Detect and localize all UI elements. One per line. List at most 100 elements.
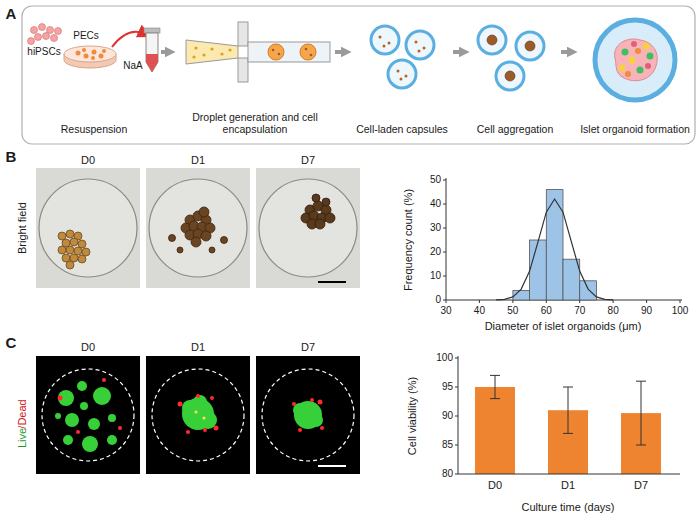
- aggregating-capsules: [496, 62, 524, 90]
- label-anchor: 30: [440, 306, 451, 316]
- bright-field-image: [146, 168, 250, 288]
- day-label: D1: [191, 341, 205, 353]
- bright-field-image: [256, 168, 360, 288]
- islet-organoid: [595, 20, 675, 100]
- tick-label: 90: [442, 410, 453, 421]
- viability-bar-chart: [568, 387, 569, 433]
- aggregating-capsules: [516, 32, 544, 60]
- stage-caption: Cell-laden capsules: [356, 123, 448, 136]
- islet-organoid: [615, 39, 658, 81]
- label-anchor: Diameter of islet organoids (μm): [485, 321, 642, 332]
- droplet-chip: [278, 53, 281, 56]
- panel-frame: [22, 6, 695, 144]
- tick-label: 95: [442, 381, 453, 392]
- bright-field-image: [66, 246, 74, 254]
- label-anchor: 80: [442, 469, 453, 479]
- transfer-arrow: [112, 32, 145, 47]
- fluorescence-image: [36, 356, 140, 474]
- culture-dish: [92, 50, 97, 55]
- aggregating-capsules: [478, 26, 506, 54]
- stain-label: /Dead: [16, 399, 28, 428]
- stage-caption: Cell aggregation: [477, 123, 553, 136]
- bright-field-image: [318, 281, 346, 283]
- droplet-chip: [248, 42, 330, 62]
- label-anchor: A: [6, 6, 17, 21]
- histogram: [443, 178, 682, 303]
- droplet-chip: [300, 44, 316, 60]
- label-anchor: 60: [541, 306, 552, 316]
- label-anchor: 40: [430, 199, 441, 209]
- droplet-chip: [220, 52, 223, 55]
- fluorescence-image: [195, 411, 198, 414]
- bright-field-image: [221, 237, 228, 244]
- fluorescence-image: [178, 394, 219, 434]
- fluorescence-image: [293, 401, 323, 429]
- bright-field-image: [199, 207, 209, 217]
- fluorescence-image: [310, 398, 314, 402]
- tick-label: 85: [442, 439, 453, 450]
- aggregating-capsules: [478, 26, 544, 90]
- stage-box: Cell aggregation: [470, 20, 560, 138]
- bright-field-image: [322, 198, 330, 206]
- culture-dish: [76, 48, 107, 60]
- tick-label: 50: [507, 305, 518, 316]
- label-anchor: 40: [474, 306, 485, 316]
- fluorescence-image: [203, 428, 207, 432]
- fluorescence-image: [193, 395, 207, 409]
- droplet-chip: [186, 22, 330, 82]
- fluorescence-image: [262, 369, 354, 461]
- bright-field-image: [312, 194, 320, 202]
- tick-label: 40: [430, 198, 441, 209]
- capsules: [406, 31, 434, 59]
- islet-organoid: [622, 49, 654, 74]
- hipsc-cells: [55, 28, 62, 35]
- viability-bar-chart: [475, 387, 515, 474]
- cell-label: hiPSCs: [27, 46, 60, 57]
- tube: [144, 28, 160, 33]
- flow-arrow: [453, 50, 463, 54]
- culture-dish: [64, 46, 116, 68]
- viability-bar-chart: [458, 474, 680, 475]
- culture-dish: [64, 46, 116, 62]
- viability-bar-chart: [563, 387, 573, 388]
- label-anchor: B: [6, 149, 17, 164]
- label-anchor: D0: [488, 480, 502, 491]
- label-anchor: Live: [17, 428, 28, 448]
- islet-organoid: [637, 67, 644, 74]
- fluorescence-image: [152, 369, 244, 461]
- hipsc-cells: [43, 33, 50, 40]
- viability-bar-chart: [455, 445, 458, 446]
- fluorescence-image: [65, 413, 79, 427]
- capsules: [379, 36, 426, 81]
- label-anchor: 100: [436, 353, 453, 363]
- fluorescence-image: [146, 356, 250, 474]
- bright-field-image: [256, 168, 360, 288]
- label-anchor: Frequency count (%): [403, 189, 414, 291]
- viability-bar-chart: [475, 387, 661, 474]
- culture-dish: [82, 48, 86, 52]
- tick-label: 10: [430, 270, 441, 281]
- fluorescence-image: [318, 400, 323, 405]
- droplet-chip: [192, 46, 231, 58]
- stage-caption: Droplet generation and cell encapsulatio…: [178, 111, 332, 136]
- bright-field-image: [169, 207, 228, 253]
- bright-field-image: [259, 179, 357, 277]
- panel-letter: C: [6, 334, 17, 351]
- histogram: [446, 300, 447, 303]
- fluorescence-image: [178, 402, 183, 407]
- fluorescence-image: [63, 435, 73, 445]
- bright-field-image: [149, 179, 247, 277]
- fluorescence-image: [107, 435, 117, 445]
- stage-box: Islet organoid formation: [578, 20, 692, 138]
- bright-field-image: [146, 168, 250, 288]
- histogram: [443, 228, 446, 229]
- fluorescence-image: [292, 402, 296, 406]
- histogram: [443, 276, 446, 277]
- bright-field-image: [58, 230, 90, 269]
- flow-arrow: [335, 50, 345, 54]
- hipsc-cells: [39, 24, 46, 31]
- histogram: [546, 190, 563, 300]
- fluorescence-image: [182, 395, 217, 430]
- bright-field-image: [301, 194, 335, 229]
